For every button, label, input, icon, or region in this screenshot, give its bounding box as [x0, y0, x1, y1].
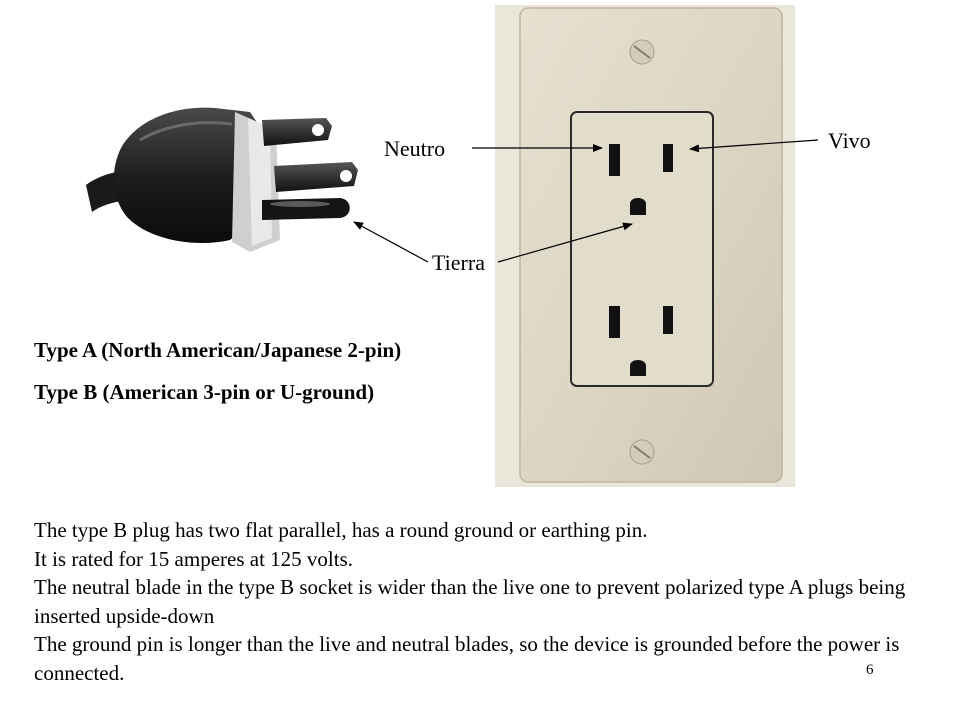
- paragraph-rating: It is rated for 15 amperes at 125 volts.: [34, 546, 353, 571]
- live-label: Vivo: [828, 128, 871, 153]
- ground-arrow-socket: [497, 222, 633, 263]
- type-b-heading: Type B (American 3-pin or U-ground): [34, 380, 375, 404]
- live-arrow: [689, 139, 819, 153]
- paragraph-ground-length: The ground pin is longer than the live a…: [34, 632, 900, 685]
- outlet-image: [495, 5, 795, 487]
- paragraph-neutral-blade: The neutral blade in the type B socket i…: [34, 575, 906, 628]
- ground-label: Tierra: [432, 250, 485, 275]
- neutral-label: Neutro: [384, 136, 446, 161]
- type-a-heading: Type A (North American/Japanese 2-pin): [34, 338, 402, 362]
- page-number: 6: [866, 662, 874, 678]
- ground-arrow-plug: [353, 221, 429, 263]
- plug-image: [86, 107, 358, 252]
- paragraph-ground-pin: The type B plug has two flat parallel, h…: [34, 518, 648, 542]
- description-text: The type B plug has two flat parallel, h…: [34, 516, 944, 688]
